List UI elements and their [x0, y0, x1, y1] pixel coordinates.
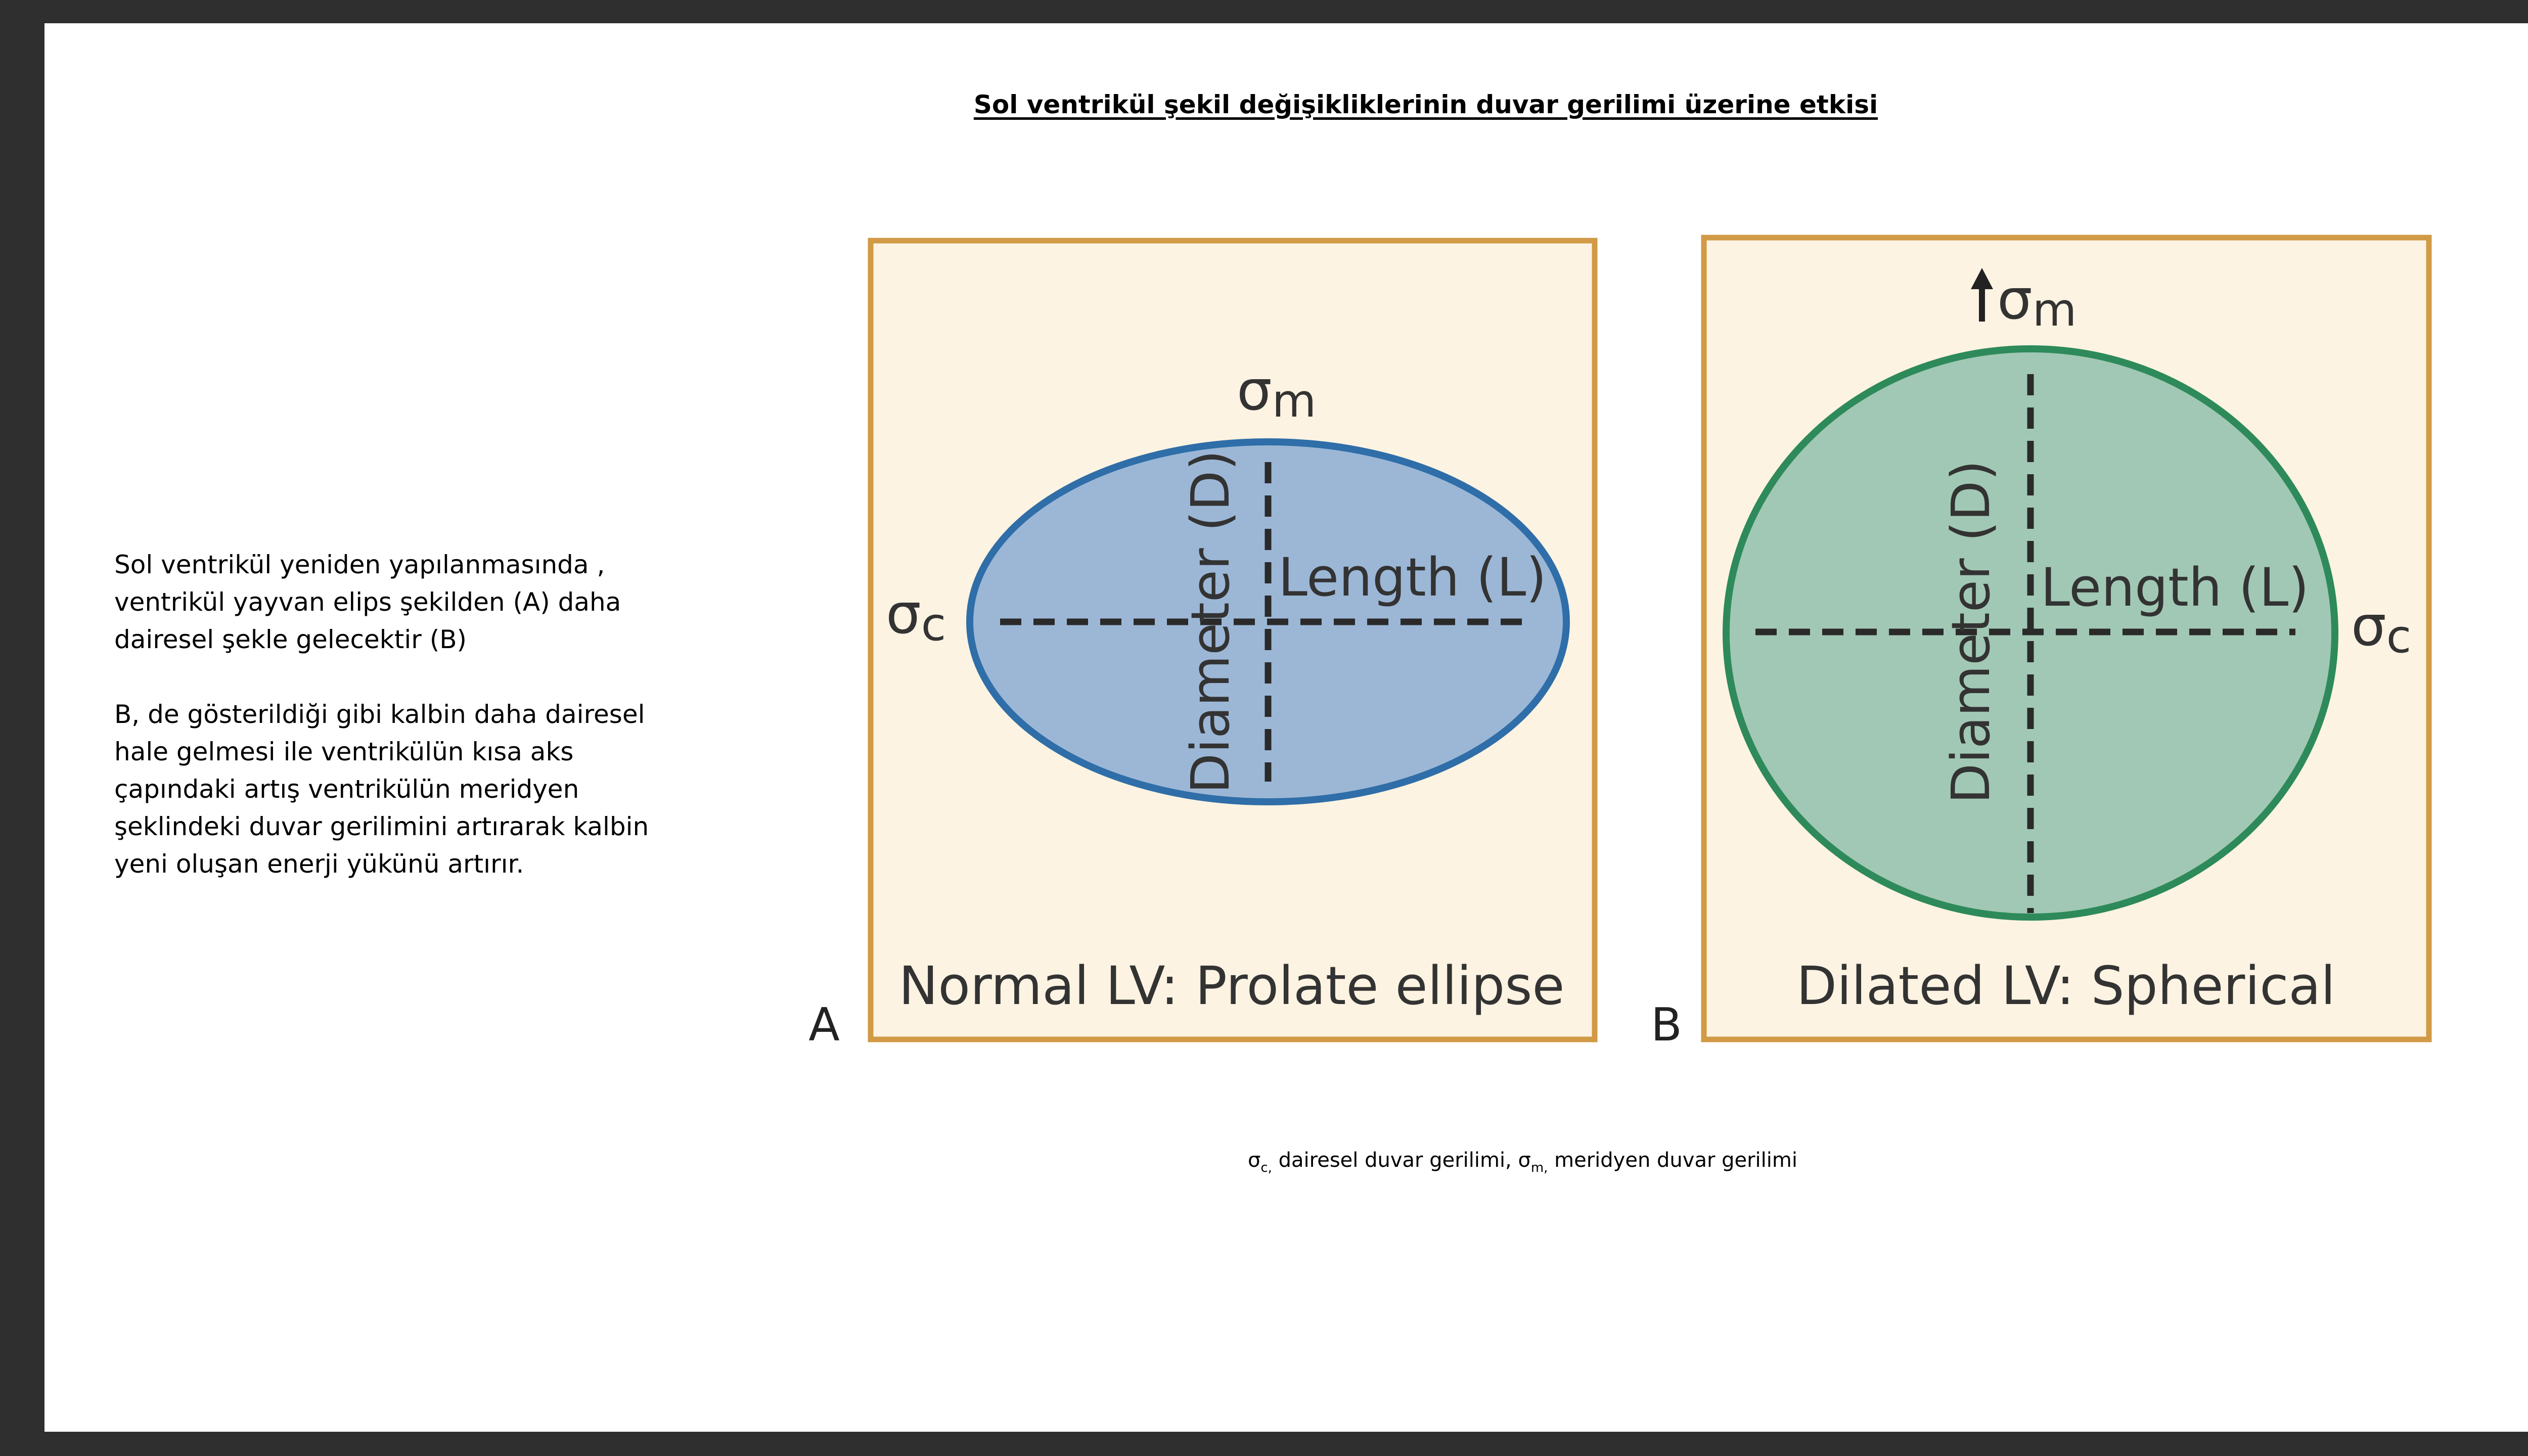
length-label: Length (L): [1278, 547, 1547, 608]
panel-a-caption: Normal LV: Prolate ellipse: [899, 955, 1565, 1017]
length-label: Length (L): [2041, 557, 2309, 618]
sigma-c-subscript: c,: [1260, 1160, 1272, 1175]
sigma-m-subscript: m,: [1530, 1160, 1548, 1175]
arrow-up-icon: [1971, 268, 1993, 322]
panel-b: Length (L) Diameter (D) σm σc Dilated LV…: [1651, 235, 2432, 1052]
description-text: Sol ventrikül yeniden yapılanmasında , v…: [114, 546, 701, 883]
panel-a: Length (L) Diameter (D) σm σc Normal LV:…: [808, 238, 1598, 1052]
panel-b-caption: Dilated LV: Spherical: [1796, 955, 2335, 1017]
panel-b-letter: B: [1651, 998, 1682, 1052]
sigma-c-symbol: σ: [1248, 1149, 1261, 1172]
diameter-label: Diameter (D): [1940, 460, 2002, 804]
figure-footnote: σc, dairesel duvar gerilimi, σm, meridye…: [1248, 1149, 1797, 1175]
sigma-m-definition: meridyen duvar gerilimi: [1548, 1149, 1797, 1172]
sigma-c-definition: dairesel duvar gerilimi,: [1272, 1149, 1518, 1172]
slide-title: Sol ventrikül şekil değişikliklerinin du…: [973, 90, 1878, 119]
description-paragraph-1: Sol ventrikül yeniden yapılanmasında , v…: [114, 550, 621, 654]
description-paragraph-2: B, de gösterildiği gibi kalbin daha dair…: [114, 700, 649, 879]
sigma-m-symbol: σ: [1518, 1149, 1531, 1172]
panel-a-letter: A: [808, 998, 840, 1052]
diameter-label: Diameter (D): [1180, 450, 1241, 794]
